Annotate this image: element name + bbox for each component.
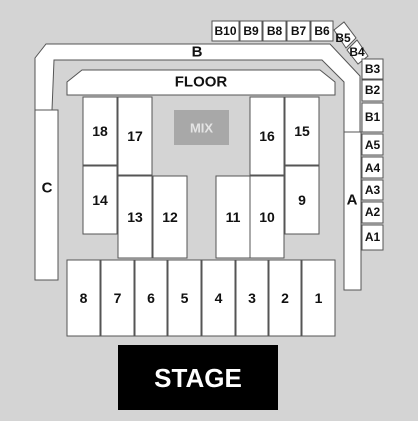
section-b1[interactable]	[361, 102, 384, 133]
section-9[interactable]	[284, 165, 320, 235]
section-b9[interactable]	[239, 20, 263, 42]
section-17[interactable]	[117, 96, 153, 176]
section-b5[interactable]	[333, 21, 357, 49]
section-a3[interactable]	[361, 179, 384, 201]
section-c[interactable]	[34, 109, 59, 281]
section-14[interactable]	[82, 165, 118, 235]
section-a4[interactable]	[361, 156, 384, 179]
section-2[interactable]	[268, 259, 302, 337]
section-b10[interactable]	[211, 20, 240, 42]
section-a1[interactable]	[361, 224, 384, 251]
section-7[interactable]	[100, 259, 135, 337]
section-12[interactable]	[152, 175, 188, 259]
section-b2[interactable]	[361, 79, 384, 102]
section-b8[interactable]	[262, 20, 287, 42]
section-13[interactable]	[117, 175, 153, 259]
section-1[interactable]	[301, 259, 336, 337]
section-15[interactable]	[284, 96, 320, 166]
section-10[interactable]	[249, 175, 285, 259]
mix-position	[174, 110, 229, 145]
section-8[interactable]	[66, 259, 101, 337]
section-4[interactable]	[201, 259, 236, 337]
section-b7[interactable]	[286, 20, 311, 42]
section-3[interactable]	[235, 259, 269, 337]
section-a5[interactable]	[361, 133, 384, 156]
section-6[interactable]	[134, 259, 168, 337]
section-a[interactable]	[343, 131, 362, 291]
section-b3[interactable]	[361, 58, 384, 80]
section-11[interactable]	[215, 175, 251, 259]
section-a2[interactable]	[361, 201, 384, 224]
section-b6[interactable]	[310, 20, 334, 42]
floor-banner	[66, 69, 336, 96]
section-5[interactable]	[167, 259, 202, 337]
stage	[118, 345, 278, 410]
section-18[interactable]	[82, 96, 118, 166]
section-16[interactable]	[249, 96, 285, 176]
section-b4[interactable]	[346, 39, 369, 65]
